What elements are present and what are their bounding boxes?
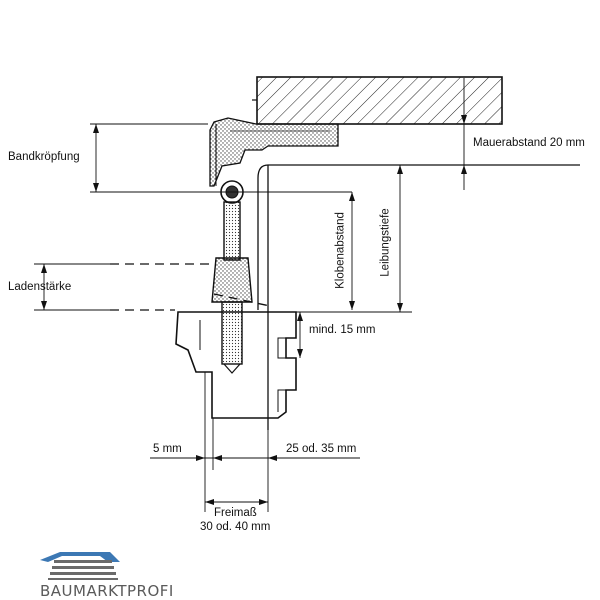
dimension-arrows [41, 115, 467, 505]
label-30-40mm: 30 od. 40 mm [200, 521, 271, 533]
label-freimass: Freimaß [214, 507, 257, 519]
label-mauerabstand: Mauerabstand 20 mm [473, 137, 585, 149]
kloben-pin [211, 201, 253, 374]
shutter-dashed [110, 263, 271, 311]
label-leibungstiefe: Leibungstiefe [379, 208, 392, 277]
wall-section [252, 76, 503, 125]
baumarktprofi-logo-mark [40, 552, 120, 580]
label-ladenstaerke: Ladenstärke [8, 281, 72, 293]
hinge-band [209, 117, 339, 187]
baumarktprofi-logo-text: BAUMARKTPROFI [40, 582, 174, 600]
label-5mm: 5 mm [153, 443, 182, 455]
label-25-35mm: 25 od. 35 mm [286, 443, 357, 455]
label-klobenabstand: Klobenabstand [334, 212, 347, 289]
window-profile [175, 311, 297, 419]
label-mind-15mm: mind. 15 mm [309, 324, 376, 336]
label-bandkroepfung: Bandkröpfung [8, 151, 80, 163]
window-frame-outline [257, 164, 580, 430]
